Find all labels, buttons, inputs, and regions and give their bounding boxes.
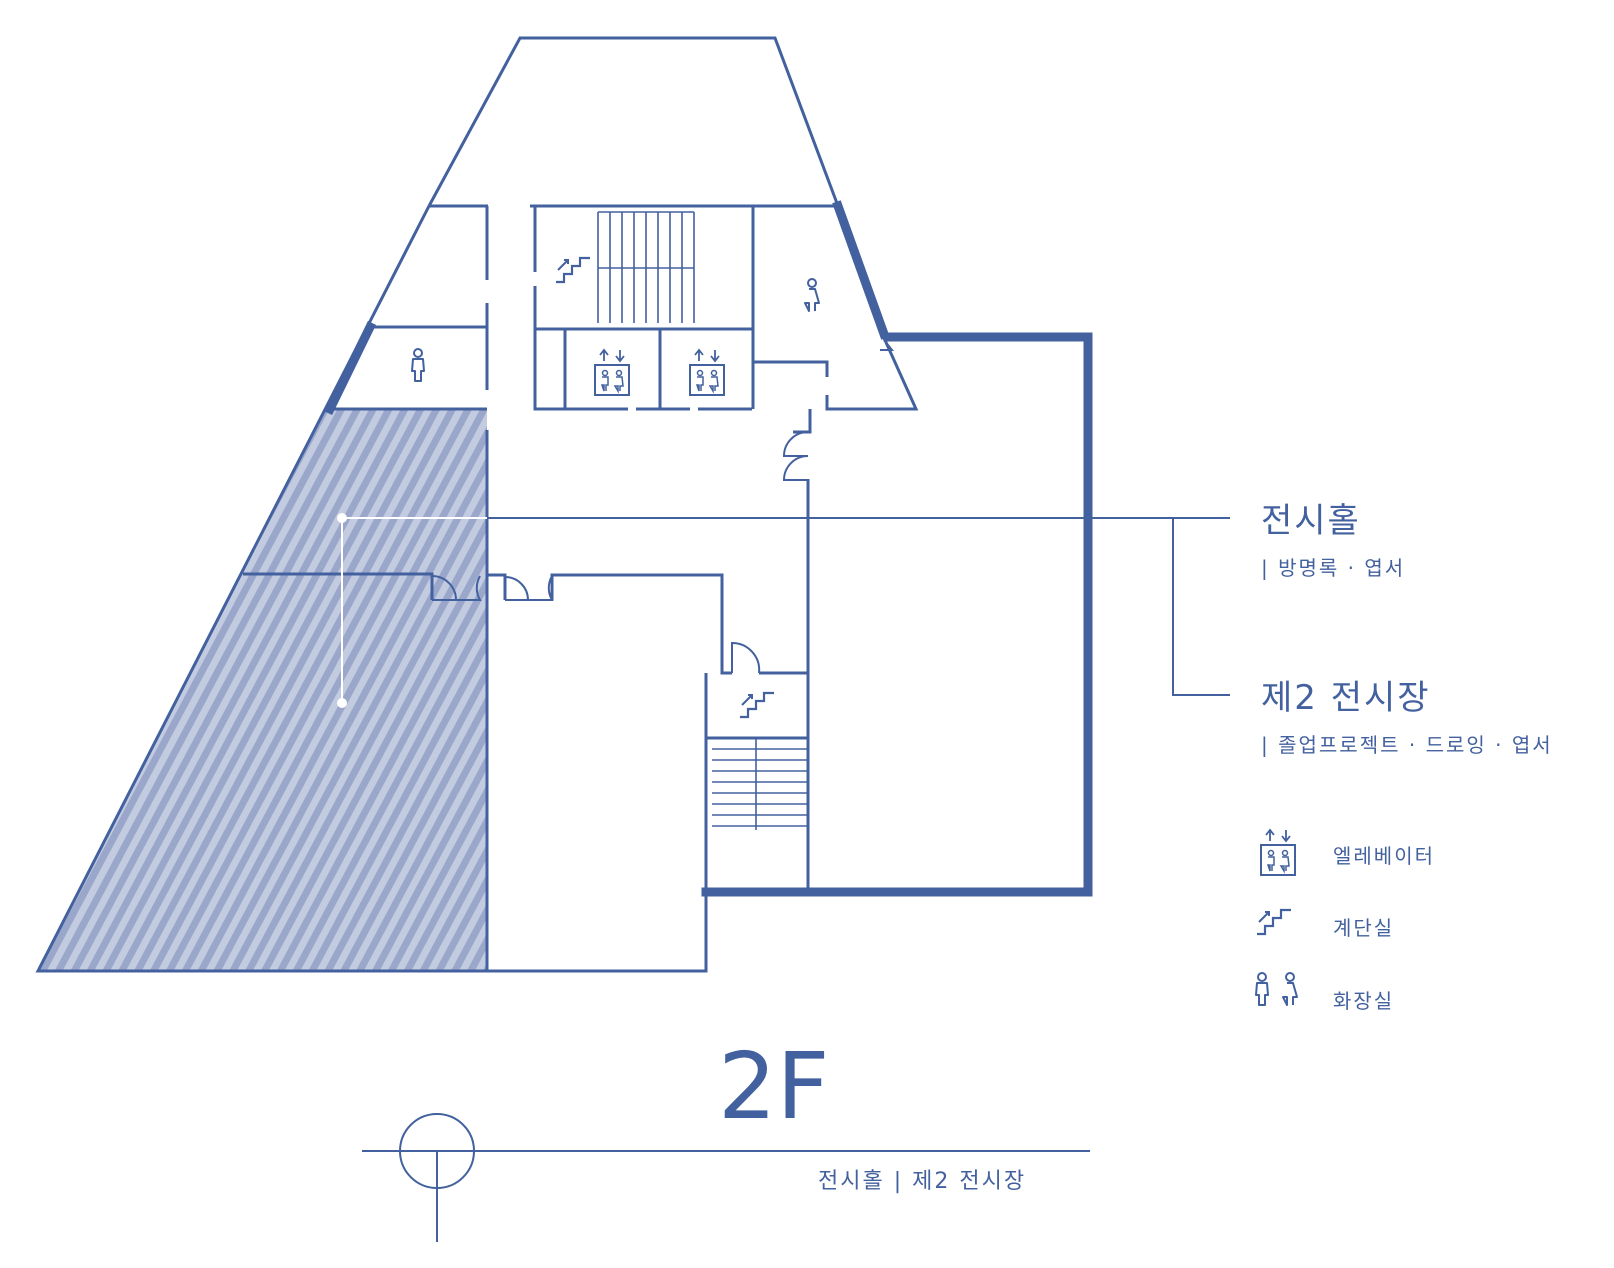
callout-exhibition-room-subtitle: | 졸업프로젝트 · 드로잉 · 엽서: [1261, 733, 1553, 757]
legend-elevator-label: 엘레베이터: [1333, 844, 1435, 868]
legend-restroom-label: 화장실: [1333, 989, 1395, 1013]
upper-stairs-icon: [554, 256, 592, 284]
callout-exhibition-room-title: 제2 전시장: [1261, 678, 1431, 718]
exhibition-hall-area: [38, 409, 487, 971]
legend-female-icon: [1282, 972, 1298, 1006]
legend-stairs-icon: [1255, 908, 1293, 936]
lower-stairs-icon: [738, 691, 776, 719]
legend-male-icon: [1255, 972, 1269, 1006]
north-marker: [362, 1113, 1090, 1242]
callout-exhibition-hall-subtitle: | 방명록 · 엽서: [1261, 556, 1406, 580]
floor-subtitle: 전시홀 | 제2 전시장: [818, 1169, 1027, 1194]
legend-elevator-icon: [1260, 829, 1296, 876]
callout-exhibition-hall-title: 전시홀: [1261, 501, 1361, 541]
elevator-icon-right: [689, 349, 725, 396]
legend-stairs-label: 계단실: [1333, 916, 1395, 940]
elevator-icon-left: [594, 349, 630, 396]
floor-title: 2F: [718, 1033, 830, 1140]
womens-restroom-icon: [804, 278, 820, 312]
mens-restroom-icon: [411, 348, 425, 382]
